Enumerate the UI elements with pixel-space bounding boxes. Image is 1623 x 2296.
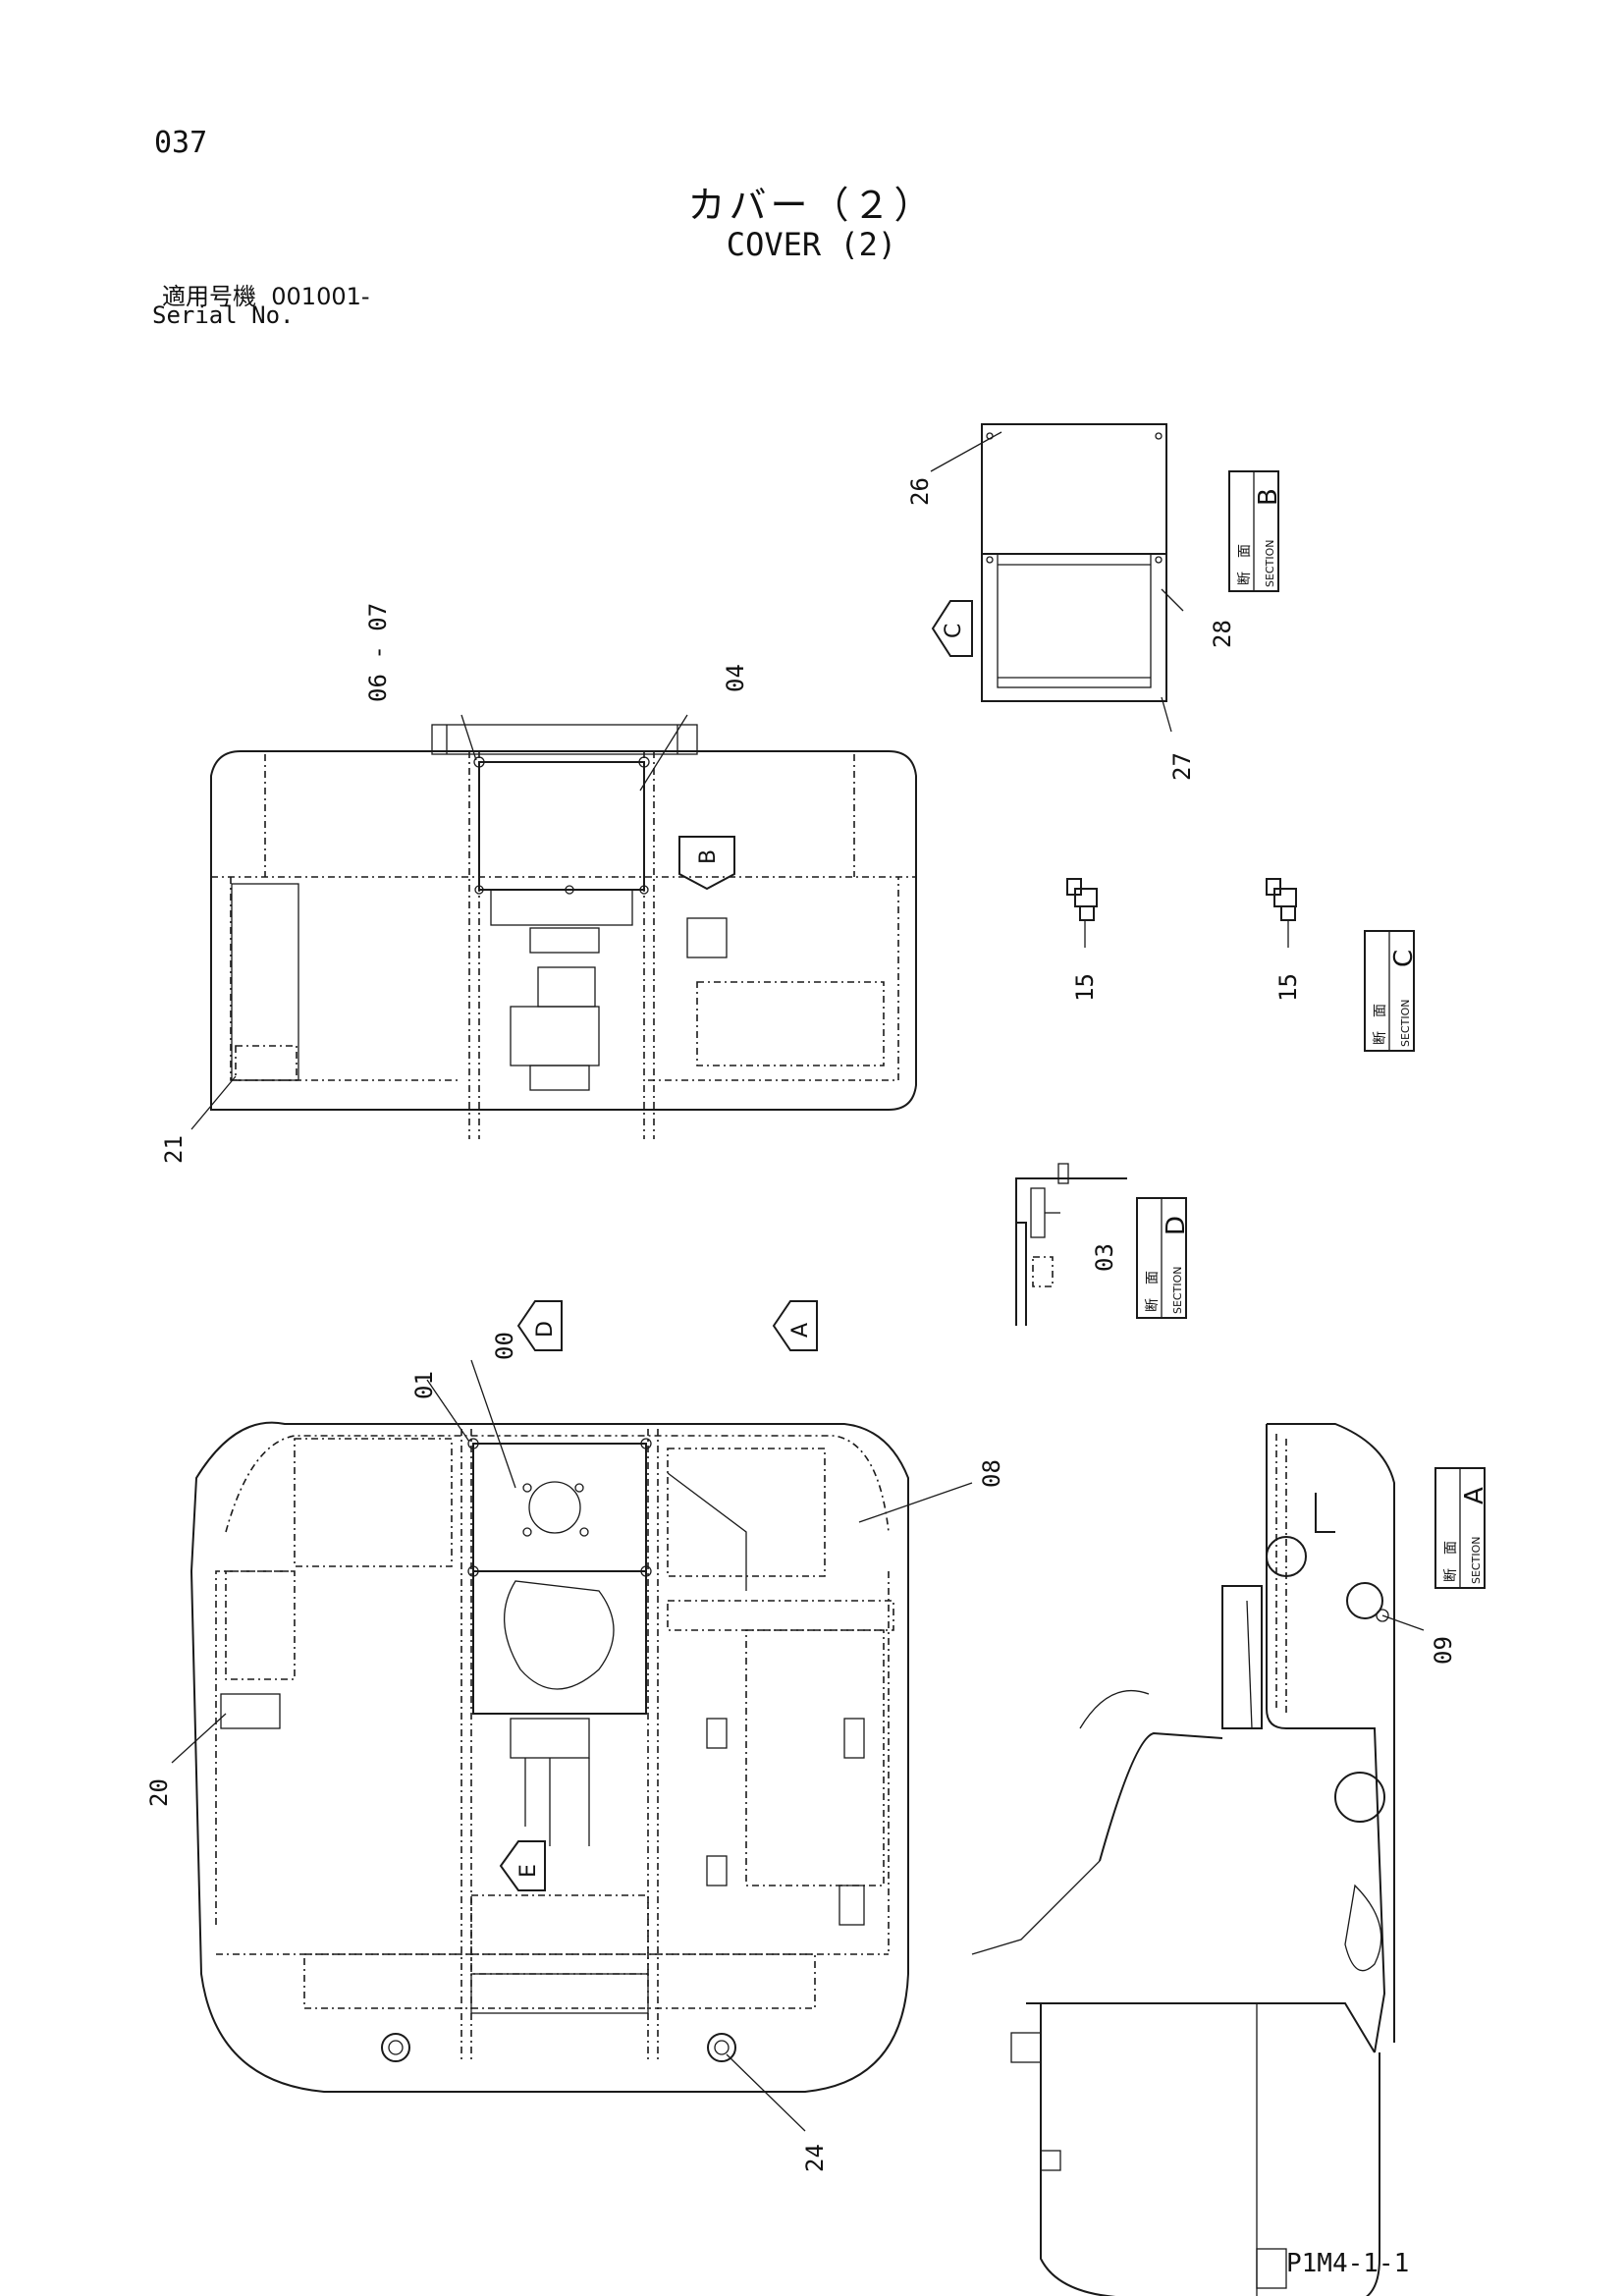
part-label-03: 03	[1091, 1243, 1118, 1272]
part-label-15b: 15	[1274, 973, 1302, 1002]
section-c-drawing	[1066, 878, 1297, 948]
serial-jp-label: 適用号機	[162, 283, 256, 310]
svg-text:B: B	[1254, 488, 1283, 506]
panel-00	[472, 1443, 647, 1572]
section-a-label: A 断 面 SECTION	[1434, 1467, 1489, 1589]
svg-text:断 面: 断 面	[1443, 1541, 1459, 1582]
svg-text:SECTION: SECTION	[1264, 540, 1276, 587]
serial-value: 001001-	[271, 283, 370, 310]
part-label-27: 27	[1168, 752, 1196, 781]
page-number: 037	[154, 126, 208, 160]
part-label-24: 24	[801, 2144, 829, 2172]
svg-text:B: B	[696, 849, 721, 864]
svg-text:D: D	[1162, 1216, 1191, 1235]
svg-text:SECTION: SECTION	[1470, 1537, 1483, 1584]
svg-text:断 面: 断 面	[1373, 1004, 1388, 1045]
part-label-00: 00	[491, 1332, 518, 1360]
part-label-08: 08	[978, 1459, 1005, 1488]
part-label-26: 26	[906, 477, 934, 506]
section-b-drawing	[930, 423, 1184, 733]
serial-label-en: Serial No.	[152, 301, 295, 329]
cover-box-inner	[997, 553, 1152, 688]
svg-text:断 面: 断 面	[1237, 544, 1253, 585]
part-label-06-07: 06 - 07	[364, 603, 392, 702]
cover-plate-outline	[981, 423, 1167, 555]
view-arrow-b: B	[678, 836, 735, 891]
cover-box-outline	[981, 553, 1167, 702]
part-label-15a: 15	[1071, 973, 1099, 1002]
section-b-label: B 断 面 SECTION	[1228, 470, 1283, 592]
view-arrow-e: E	[499, 1840, 546, 1891]
part-label-04: 04	[722, 664, 749, 692]
title-japanese: カバー（２）	[687, 184, 936, 227]
svg-text:断 面: 断 面	[1145, 1271, 1161, 1312]
section-d-drawing	[1015, 1163, 1127, 1326]
drawing-code: P1M4-1-1	[1286, 2249, 1410, 2278]
svg-text:C: C	[1389, 950, 1419, 967]
title-english: COVER (2)	[726, 226, 897, 263]
section-d-label: D 断 面 SECTION	[1136, 1197, 1191, 1319]
top-view-drawing	[190, 714, 917, 1139]
part-label-21: 21	[160, 1135, 188, 1164]
view-arrow-a: A	[772, 1300, 818, 1351]
view-arrow-c: C	[931, 600, 973, 657]
svg-text:SECTION: SECTION	[1171, 1267, 1184, 1314]
svg-text:E: E	[516, 1864, 541, 1878]
section-a-drawing	[971, 1423, 1425, 2296]
section-c-label: C 断 面 SECTION	[1364, 930, 1419, 1052]
part-label-01: 01	[410, 1371, 438, 1399]
svg-text:D: D	[533, 1321, 558, 1338]
part-label-28: 28	[1209, 620, 1236, 648]
frame-outline	[189, 1421, 909, 2093]
part-label-20: 20	[145, 1778, 173, 1807]
svg-text:A: A	[1460, 1487, 1489, 1504]
serial-label-jp: 適用号機 001001-	[162, 277, 370, 311]
svg-text:A: A	[788, 1323, 813, 1338]
svg-text:SECTION: SECTION	[1399, 1000, 1412, 1047]
part-label-09: 09	[1430, 1636, 1457, 1665]
view-arrow-d: D	[516, 1300, 563, 1351]
plan-view-drawing	[171, 1359, 973, 2132]
top-panel-04	[478, 761, 645, 891]
svg-text:C: C	[942, 624, 966, 638]
top-cover-outline	[210, 750, 917, 1111]
